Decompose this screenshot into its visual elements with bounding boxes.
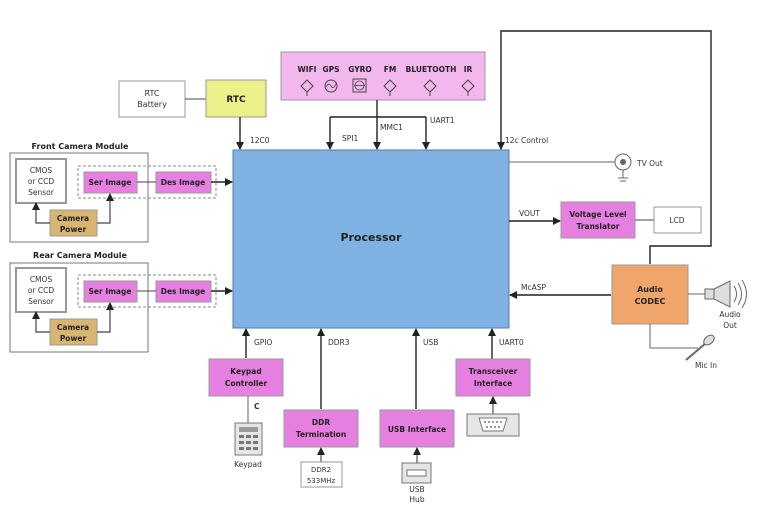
voltage-translator-l1: Voltage Level	[569, 210, 626, 219]
voltage-translator-block	[560, 201, 636, 239]
rear-camera-sensor	[15, 267, 67, 313]
audio-codec-block	[611, 264, 689, 325]
audio-codec-l1: Audio	[637, 285, 663, 294]
vout-label: VOUT	[519, 209, 540, 218]
uart1-label: UART1	[430, 116, 455, 125]
keypad-label: Keypad	[234, 460, 262, 469]
front-ser-label: Ser Image	[89, 178, 132, 187]
front-camera-power	[49, 209, 98, 237]
rear-power-to-sensor	[32, 311, 50, 333]
front-sensor-l1: CMOS	[30, 166, 53, 175]
bluetooth-antenna-icon	[423, 79, 437, 96]
front-des-label: Des Image	[161, 178, 206, 187]
usb-bus-label: USB	[423, 338, 438, 347]
wireless-gyro-label: GYRO	[348, 65, 372, 74]
rtc-bus-label: 12C0	[250, 136, 270, 145]
ddr3-label: DDR3	[328, 338, 350, 347]
rear-sensor-l2: or CCD	[28, 286, 55, 295]
keypad-controller-block	[208, 358, 284, 397]
rear-sensor-l3: Sensor	[28, 297, 55, 306]
lcd-block	[653, 206, 702, 234]
rtc-battery-label-2: Battery	[137, 100, 167, 109]
rear-camera-title: Rear Camera Module	[33, 251, 127, 260]
rear-power-to-ser	[97, 302, 114, 333]
front-power-l2: Power	[60, 225, 87, 234]
ddr2-l1: DDR2	[311, 466, 331, 474]
transceiver-l2: Interface	[474, 379, 512, 388]
keypad-controller-l1: Keypad	[230, 367, 261, 376]
codec-mic-link	[649, 324, 698, 349]
ddr2-l2: 533MHz	[307, 477, 336, 485]
gyro-icon	[352, 78, 367, 93]
transceiver-block	[455, 358, 531, 397]
spi1-label: SPI1	[342, 134, 358, 143]
transceiver-l1: Transceiver	[469, 367, 518, 376]
ir-antenna-icon	[461, 79, 475, 96]
usb-hub-l1: USB	[409, 485, 424, 494]
wireless-bluetooth-label: BLUETOOTH	[406, 65, 457, 74]
serial-port-icon	[466, 413, 520, 437]
audio-out-l2: Out	[723, 321, 737, 330]
voltage-translator-l2: Translator	[577, 222, 620, 231]
wireless-wifi-label: WIFI	[298, 65, 317, 74]
keypad-icon	[234, 422, 263, 456]
fm-antenna-icon	[383, 79, 397, 96]
wireless-fm-label: FM	[384, 65, 397, 74]
wireless-gps-label: GPS	[322, 65, 339, 74]
tv-out-jack-icon	[614, 153, 632, 182]
wireless-block	[280, 51, 486, 101]
rtc-battery-block	[118, 80, 186, 118]
front-sensor-l3: Sensor	[28, 188, 55, 197]
rear-power-l2: Power	[60, 334, 87, 343]
processor-block	[232, 149, 510, 329]
ddr-termination-l1: DDR	[312, 418, 330, 427]
gpio-label: GPIO	[254, 338, 273, 347]
front-sensor-l2: or CCD	[28, 177, 55, 186]
usb-port-icon	[401, 462, 432, 484]
rear-power-l1: Camera	[57, 323, 89, 332]
keypad-controller-l2: Controller	[225, 379, 268, 388]
front-camera-title: Front Camera Module	[32, 142, 129, 151]
rtc-label: RTC	[226, 95, 246, 105]
rear-sensor-l1: CMOS	[30, 275, 53, 284]
gps-icon	[324, 79, 338, 93]
mmc1-label: MMC1	[380, 123, 403, 132]
keypad-link-label: C	[254, 402, 260, 411]
uart0-label: UART0	[499, 338, 524, 347]
rtc-battery-label-1: RTC	[145, 89, 160, 98]
audio-out-l1: Audio	[719, 310, 741, 319]
audio-codec-l2: CODEC	[635, 297, 666, 306]
wifi-antenna-icon	[300, 79, 314, 96]
microphone-icon	[685, 334, 715, 361]
tv-out-label: TV Out	[636, 159, 663, 168]
i2c-control-line	[497, 30, 712, 264]
rear-ser-label: Ser Image	[89, 287, 132, 296]
ddr-termination-l2: Termination	[296, 430, 346, 439]
usb-hub-l2: Hub	[409, 495, 424, 504]
ddr2-memory-block	[300, 461, 343, 488]
front-power-l1: Camera	[57, 214, 89, 223]
mic-in-label: Mic In	[695, 361, 717, 370]
ddr-termination-block	[283, 409, 359, 448]
mcasp-label: McASP	[521, 283, 546, 292]
lcd-label: LCD	[669, 216, 684, 225]
rtc-block	[205, 79, 267, 118]
front-camera-sensor	[15, 158, 67, 204]
processor-label: Processor	[340, 231, 402, 244]
rear-des-label: Des Image	[161, 287, 206, 296]
usb-interface-block	[379, 409, 455, 448]
front-power-to-sensor	[32, 202, 50, 224]
usb-interface-label: USB Interface	[388, 425, 446, 434]
wireless-ir-label: IR	[464, 65, 473, 74]
i2c-control-label: 12c Control	[505, 136, 548, 145]
speaker-icon	[704, 279, 747, 309]
front-power-to-ser	[97, 193, 114, 224]
